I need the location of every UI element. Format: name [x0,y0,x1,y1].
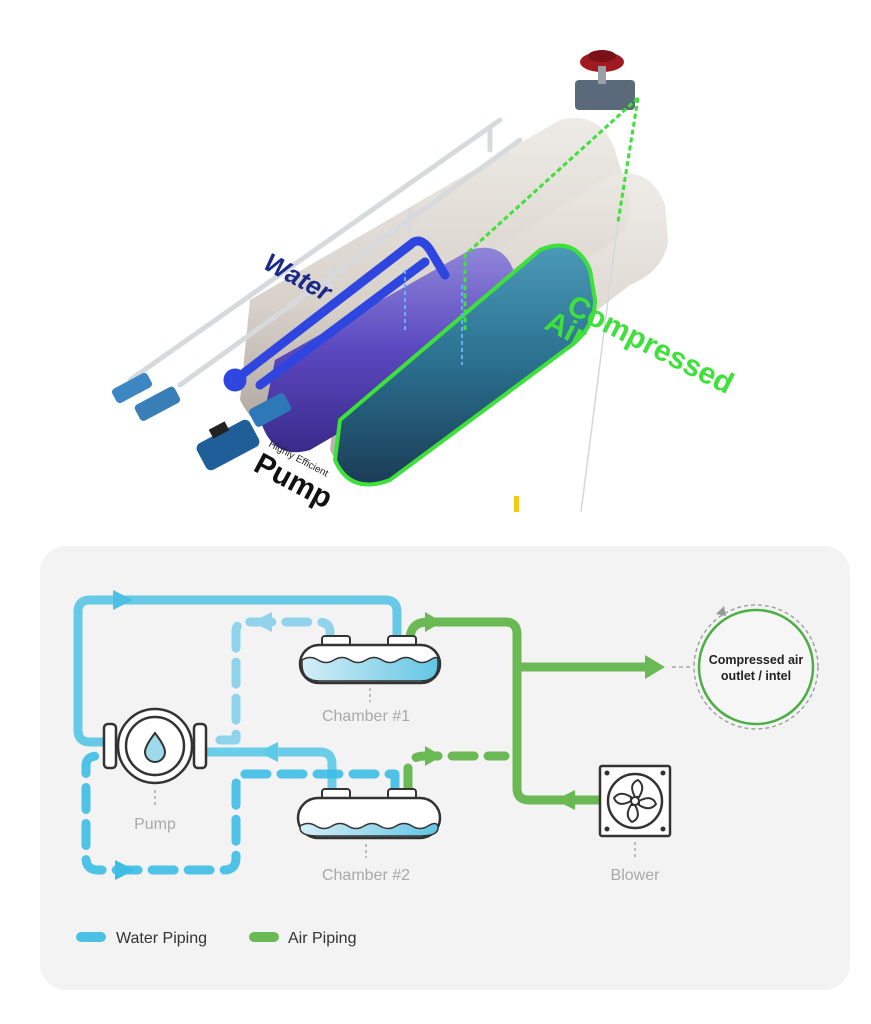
chamber-2-label: Chamber #2 [322,867,410,884]
water-pipes-3d [223,236,450,392]
water-drop-icon [143,731,167,763]
water-pipe-supply-2 [200,747,337,795]
outlet-cycle-arrow-icon [716,606,726,616]
legend-water-label: Water Piping [116,930,207,947]
air-arrow-chamber2 [425,746,442,766]
water-pipe-supply-1 [73,595,402,747]
water-pipe-return-2 [81,751,400,875]
compressed-air-outlet: Compressed air outlet / intel [672,604,819,730]
outlet-label-line2: outlet / intel [721,669,791,683]
air-arrow-outlet [645,655,665,679]
air-pipe-chamber1 [405,617,605,805]
air-line-3d [463,96,640,513]
legend: Water Piping Air Piping [76,930,356,947]
water-piping [73,590,402,880]
air-chamber-3d [332,243,598,487]
air-arrow-blower [555,790,575,810]
water-arrow-return-1 [252,612,272,632]
pump-icon [102,707,208,785]
outlet-label-line1: Compressed air [709,653,804,667]
marker-tick [514,496,519,512]
plant-3d-render: Water Compressed Air Highly Efficient Pu… [111,50,739,515]
water-pipe-return-1 [210,617,335,745]
chamber-1-icon [298,635,442,685]
blower-3d [575,50,635,110]
pump-label: Pump [134,816,176,833]
pump-3d-small [111,372,181,421]
handrail [127,117,523,388]
air-piping [403,612,665,810]
water-arrow-supply-2 [258,742,278,762]
legend-item-water: Water Piping [76,930,207,947]
water-arrow-top [113,590,133,610]
water-arrow-bottom [115,860,135,880]
blower-label: Blower [611,867,661,884]
chamber-2-icon [296,788,442,840]
air-pipe-chamber2 [403,751,510,795]
legend-air-label: Air Piping [288,930,356,947]
water-chamber-3d [262,247,520,453]
pump-3d-main [196,393,291,471]
legend-item-air: Air Piping [249,930,356,947]
air-arrow-chamber1 [425,612,442,632]
blower-fan-icon [598,764,672,838]
chamber-1-label: Chamber #1 [322,708,410,725]
